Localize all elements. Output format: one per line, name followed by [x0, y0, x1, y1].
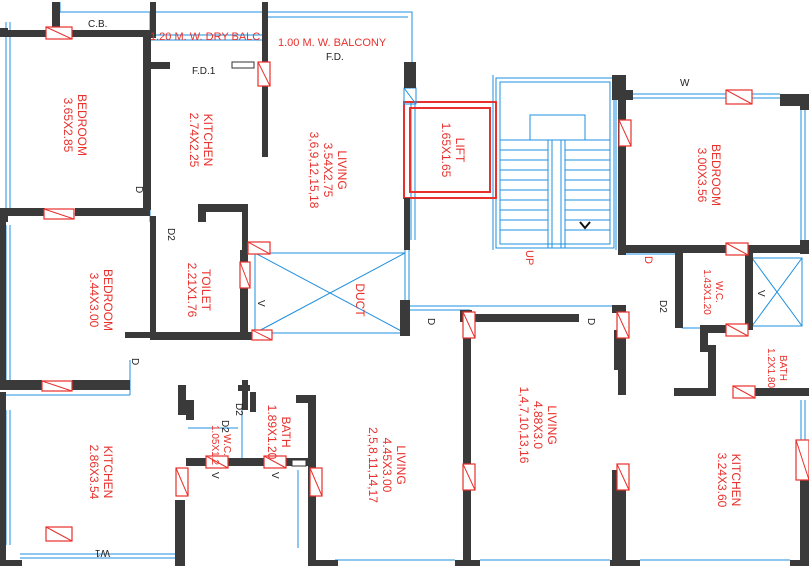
cb-label: C.B.	[88, 19, 107, 30]
window-w1-label: W1	[95, 547, 110, 558]
room-bath-center: BATH 1.89X1.20	[265, 405, 293, 460]
duct-main	[254, 252, 406, 334]
door-d-label-3: D	[642, 256, 654, 264]
room-kitchen-1: KITCHEN 2.74X2.25	[187, 113, 215, 168]
svg-text:BEDROOM: BEDROOM	[101, 269, 115, 331]
svg-text:KITCHEN: KITCHEN	[729, 454, 743, 507]
svg-text:1.43X1.20: 1.43X1.20	[701, 269, 712, 315]
vent-v-label-1: V	[255, 300, 266, 307]
svg-text:1,4,7,10,13,16: 1,4,7,10,13,16	[517, 387, 531, 464]
svg-text:3.65X2.85: 3.65X2.85	[61, 98, 75, 153]
room-bedroom-2: BEDROOM 3.00X3.56	[695, 144, 723, 206]
room-labels: BEDROOM 3.65X2.85 KITCHEN 2.74X2.25 LIVI…	[61, 94, 788, 508]
room-toilet: TOILET 2.21X1.76	[185, 263, 213, 318]
svg-text:1.65X1.65: 1.65X1.65	[439, 123, 453, 178]
room-living-2: LIVING 4.88X3.0 1,4,7,10,13,16	[517, 387, 559, 464]
svg-text:DUCT: DUCT	[353, 283, 367, 317]
window-w-label: W	[680, 78, 690, 89]
door-d2-label-1: D2	[165, 228, 176, 241]
room-kitchen-2: KITCHEN 2.86X3.54	[87, 445, 115, 500]
svg-text:1.89X1.20: 1.89X1.20	[265, 405, 279, 460]
room-living-3: LIVING 4.45X3.00 2,5,8,11,14,17	[366, 427, 408, 503]
svg-text:3.00X3.56: 3.00X3.56	[695, 148, 709, 203]
vent-v-label-4: V	[269, 472, 280, 479]
svg-text:TOILET: TOILET	[199, 269, 213, 311]
svg-text:BATH: BATH	[777, 355, 788, 381]
door-d-label-1: D	[133, 186, 144, 193]
door-d-label-5: D	[585, 318, 596, 325]
svg-text:1.05X1.2: 1.05X1.2	[209, 425, 220, 465]
svg-text:3.24X3.60: 3.24X3.60	[715, 453, 729, 508]
dry-balcony-label: 1.20 M. W. DRY BALC	[150, 31, 260, 43]
stair-arrow	[579, 221, 591, 230]
lift-shaft	[403, 87, 497, 199]
svg-text:BEDROOM: BEDROOM	[75, 94, 89, 156]
svg-text:3.44X3.00: 3.44X3.00	[87, 273, 101, 328]
room-wc-right: W.C. 1.43X1.20	[701, 269, 724, 315]
door-markers	[41, 26, 809, 542]
svg-text:BATH: BATH	[279, 416, 293, 447]
vent-v-label-3: V	[209, 472, 220, 479]
svg-text:4.45X3.00: 4.45X3.00	[380, 438, 394, 493]
svg-text:W.C.: W.C.	[221, 434, 232, 456]
svg-text:3,6,9,12,15,18: 3,6,9,12,15,18	[307, 132, 321, 209]
svg-text:4.88X3.0: 4.88X3.0	[531, 401, 545, 449]
room-wc-center: W.C. 1.05X1.2	[209, 425, 232, 465]
svg-text:W.C.: W.C.	[713, 281, 724, 303]
up-label: UP	[523, 250, 535, 265]
annotation-labels: C.B. 1.20 M. W. DRY BALC 1.00 M. W. BALC…	[88, 19, 766, 558]
svg-text:2.74X2.25: 2.74X2.25	[187, 113, 201, 168]
balcony-label: 1.00 M. W. BALCONY	[278, 37, 387, 49]
room-lift: LIFT 1.65X1.65	[439, 123, 467, 178]
room-bath-right: BATH 1.2X1.80	[765, 348, 788, 388]
svg-text:LIFT: LIFT	[453, 138, 467, 163]
svg-text:2.21X1.76: 2.21X1.76	[185, 263, 199, 318]
fd1-label: F.D.1	[192, 66, 216, 77]
svg-text:KITCHEN: KITCHEN	[101, 446, 115, 499]
fd-label: F.D.	[326, 52, 344, 63]
door-d2-label-3: D2	[233, 403, 244, 416]
room-duct: DUCT	[353, 283, 367, 317]
svg-text:LIVING: LIVING	[335, 150, 349, 189]
room-kitchen-3: KITCHEN 3.24X3.60	[715, 453, 743, 508]
svg-text:3.54X2.75: 3.54X2.75	[321, 143, 335, 198]
room-bedroom-3: BEDROOM 3.44X3.00	[87, 269, 115, 331]
door-d-label-2: D	[129, 358, 140, 365]
stair-treads	[500, 114, 610, 248]
room-living-1: LIVING 3.54X2.75 3,6,9,12,15,18	[307, 132, 349, 209]
room-bedroom-1: BEDROOM 3.65X2.85	[61, 94, 89, 156]
svg-text:LIVING: LIVING	[545, 405, 559, 444]
door-d-label-4: D	[425, 318, 436, 325]
svg-text:2.86X3.54: 2.86X3.54	[87, 445, 101, 500]
vent-v-label-2: V	[755, 290, 766, 297]
svg-text:KITCHEN: KITCHEN	[201, 114, 215, 167]
door-d2-label-2: D2	[657, 300, 668, 313]
door-d2-label-4: D2	[219, 420, 230, 433]
svg-text:1.2X1.80: 1.2X1.80	[765, 348, 776, 388]
svg-text:LIVING: LIVING	[394, 445, 408, 484]
svg-text:2,5,8,11,14,17: 2,5,8,11,14,17	[366, 427, 380, 503]
svg-text:BEDROOM: BEDROOM	[709, 144, 723, 206]
